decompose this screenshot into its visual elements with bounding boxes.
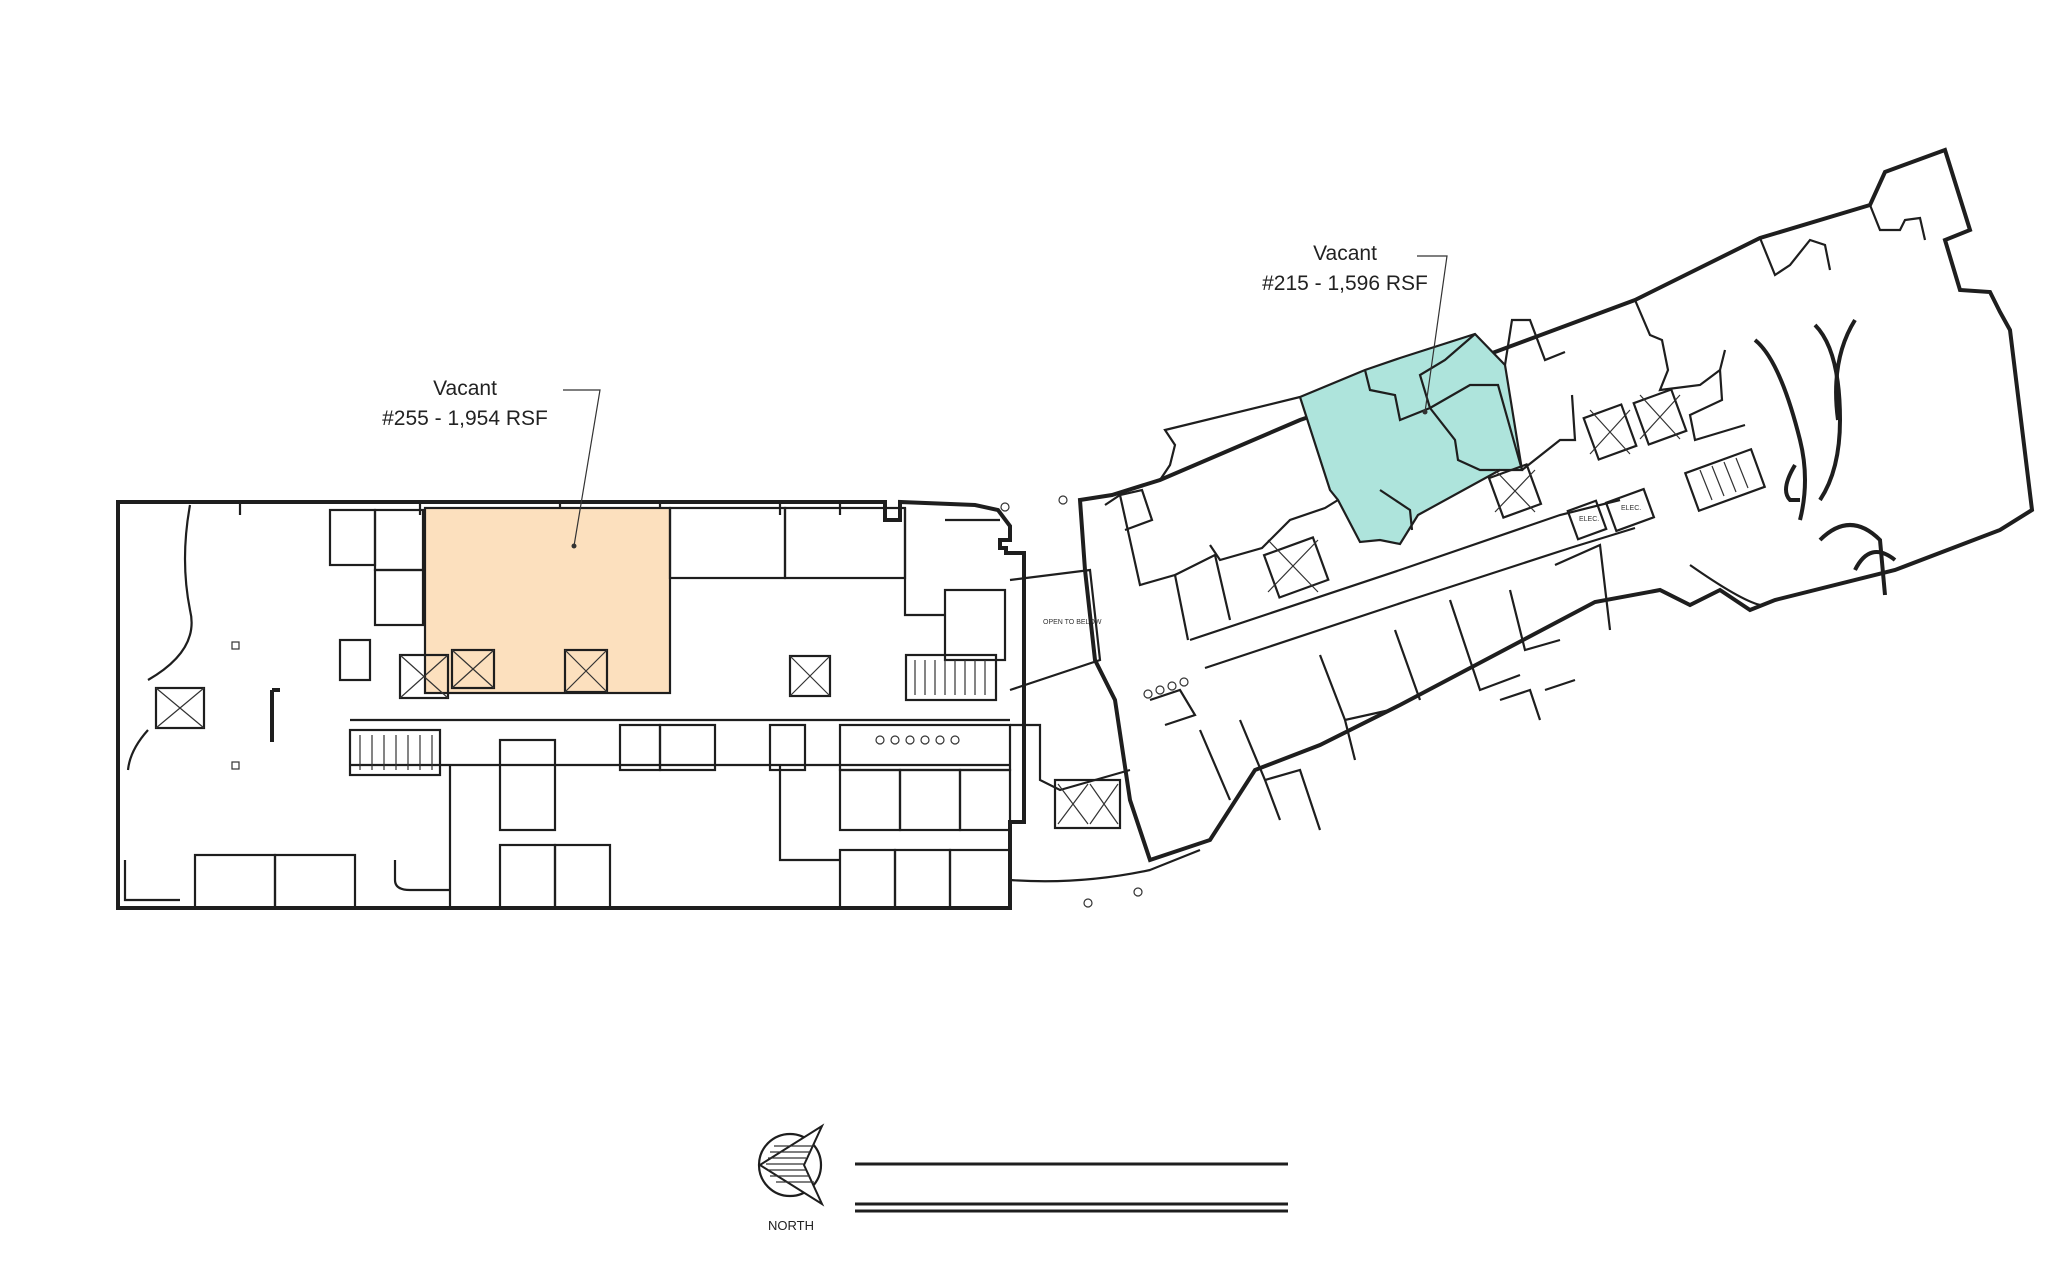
suite-255-label: #255 - 1,954 RSF: [382, 407, 548, 430]
open-to-below-label: OPEN TO BELOW: [1043, 619, 1102, 626]
suite-215-label: #215 - 1,596 RSF: [1262, 272, 1428, 295]
suite-215-marker: [1422, 409, 1428, 415]
suite-215-status: Vacant: [1313, 242, 1377, 265]
connector-bridge: OPEN TO BELOW: [1000, 495, 1201, 908]
north-arrow-icon: NORTH: [757, 1123, 825, 1233]
suite-255-marker: [571, 543, 577, 549]
elec-label-1: ELEC.: [1579, 516, 1599, 523]
restroom-fixtures-east: [1143, 677, 1189, 699]
suite-255-status: Vacant: [433, 377, 497, 400]
suite-255-callout: Vacant #255 - 1,954 RSF: [370, 374, 560, 434]
west-wing: [116, 499, 1026, 910]
elec-label-2: ELEC.: [1621, 505, 1641, 512]
callout-leaders: [563, 255, 1448, 549]
north-label: NORTH: [768, 1218, 814, 1233]
restroom-fixtures-west: [875, 735, 960, 745]
scale-bar: [855, 1162, 1288, 1213]
suite-255-area[interactable]: [423, 506, 672, 695]
east-wing: ELEC. ELEC.: [1077, 147, 2035, 863]
suite-215-callout: Vacant #215 - 1,596 RSF: [1245, 239, 1445, 299]
